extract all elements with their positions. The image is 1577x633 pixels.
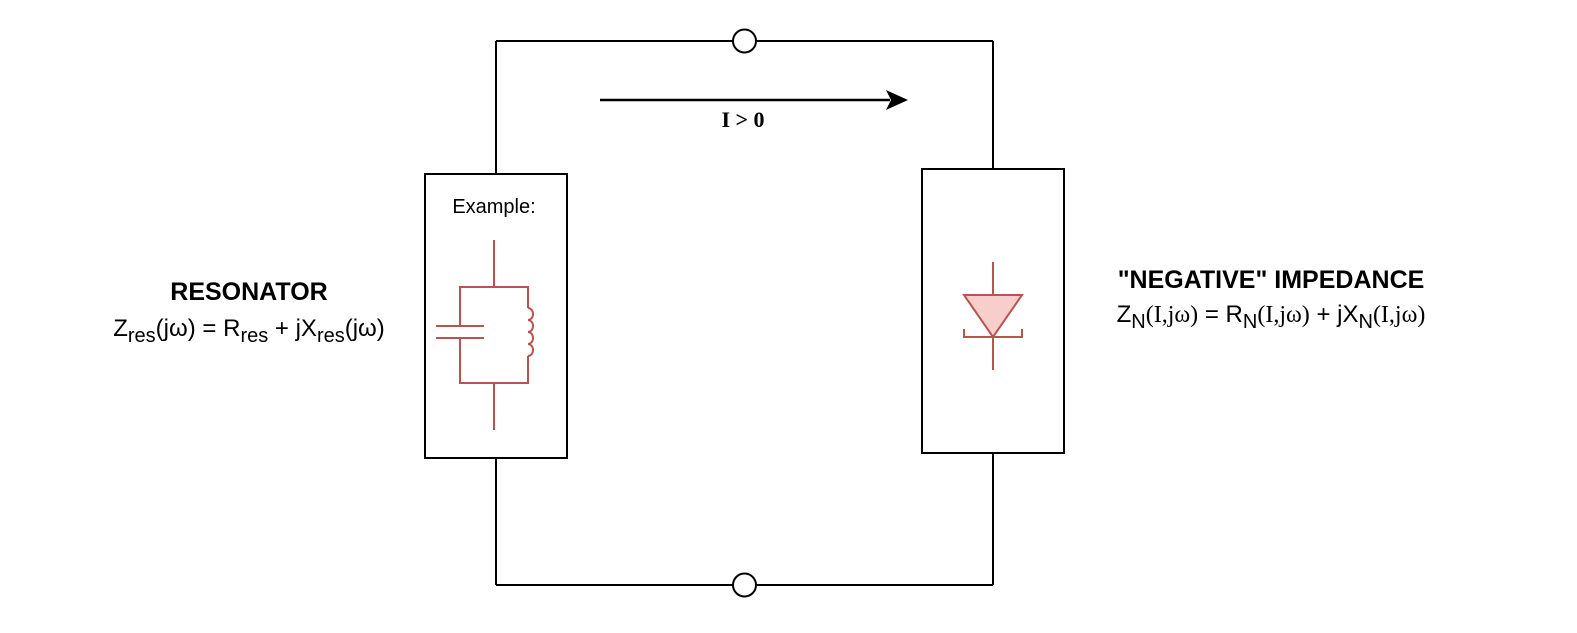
resonator-title: RESONATOR: [170, 278, 327, 306]
resonator-box: [424, 173, 568, 459]
circuit-wires: [495, 40, 994, 586]
current-label: I > 0: [721, 107, 764, 132]
tunnel-diode-icon: [962, 262, 1024, 370]
example-label: Example:: [452, 196, 535, 218]
resonator-formula: Zres(jω) = Rres + jXres(jω): [113, 315, 385, 347]
top-terminal: [732, 28, 757, 54]
inductor-coil: [527, 307, 534, 357]
bottom-terminal: [732, 572, 757, 598]
negative-impedance-formula: ZN(I,jω) = RN(I,jω) + jXN(I,jω): [1117, 301, 1426, 333]
negative-impedance-title: "NEGATIVE" IMPEDANCE: [1118, 266, 1425, 294]
current-arrow: [600, 90, 908, 110]
lc-tank-icon: [436, 240, 534, 430]
